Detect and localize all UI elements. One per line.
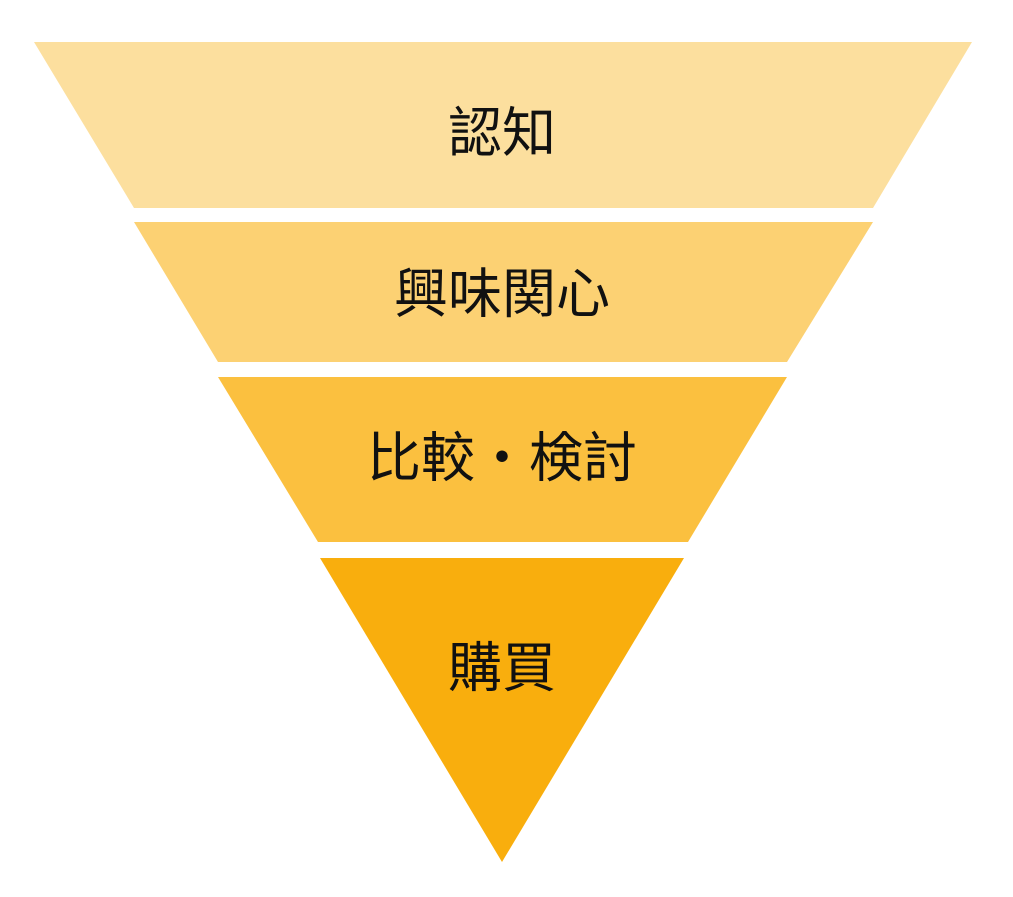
stage-3-band — [218, 377, 787, 542]
stage-2-label: 興味関心 — [394, 263, 610, 326]
stage-4-band — [320, 558, 684, 862]
stage-1-band — [34, 42, 972, 208]
stage-2-band — [134, 222, 873, 362]
stage-4-label: 購買 — [448, 637, 556, 700]
stage-1-label: 認知 — [448, 102, 556, 165]
stage-3-label: 比較・検討 — [367, 427, 637, 490]
